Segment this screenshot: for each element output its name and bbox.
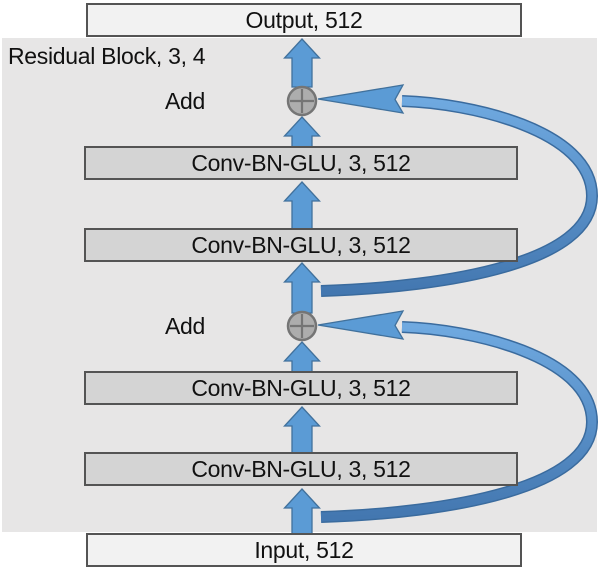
conv-bn-glu-node-2: Conv-BN-GLU, 3, 512 [84,228,518,262]
conv-bn-glu-node-3: Conv-BN-GLU, 3, 512 [84,371,518,405]
add-operator-label-1: Add [164,88,205,114]
conv-bn-glu-node-1: Conv-BN-GLU, 3, 512 [84,146,518,180]
residual-block-title: Residual Block, 3, 4 [8,43,206,69]
output-node: Output, 512 [86,3,522,37]
input-node-label: Input, 512 [254,536,354,563]
output-node-label: Output, 512 [245,6,363,33]
input-node: Input, 512 [86,533,522,567]
conv-bn-glu-node-4: Conv-BN-GLU, 3, 512 [84,452,518,486]
conv-node-label: Conv-BN-GLU, 3, 512 [191,374,411,401]
conv-node-label: Conv-BN-GLU, 3, 512 [191,149,411,176]
add-operator-label-2: Add [164,313,205,339]
conv-node-label: Conv-BN-GLU, 3, 512 [191,231,411,258]
conv-node-label: Conv-BN-GLU, 3, 512 [191,455,411,482]
